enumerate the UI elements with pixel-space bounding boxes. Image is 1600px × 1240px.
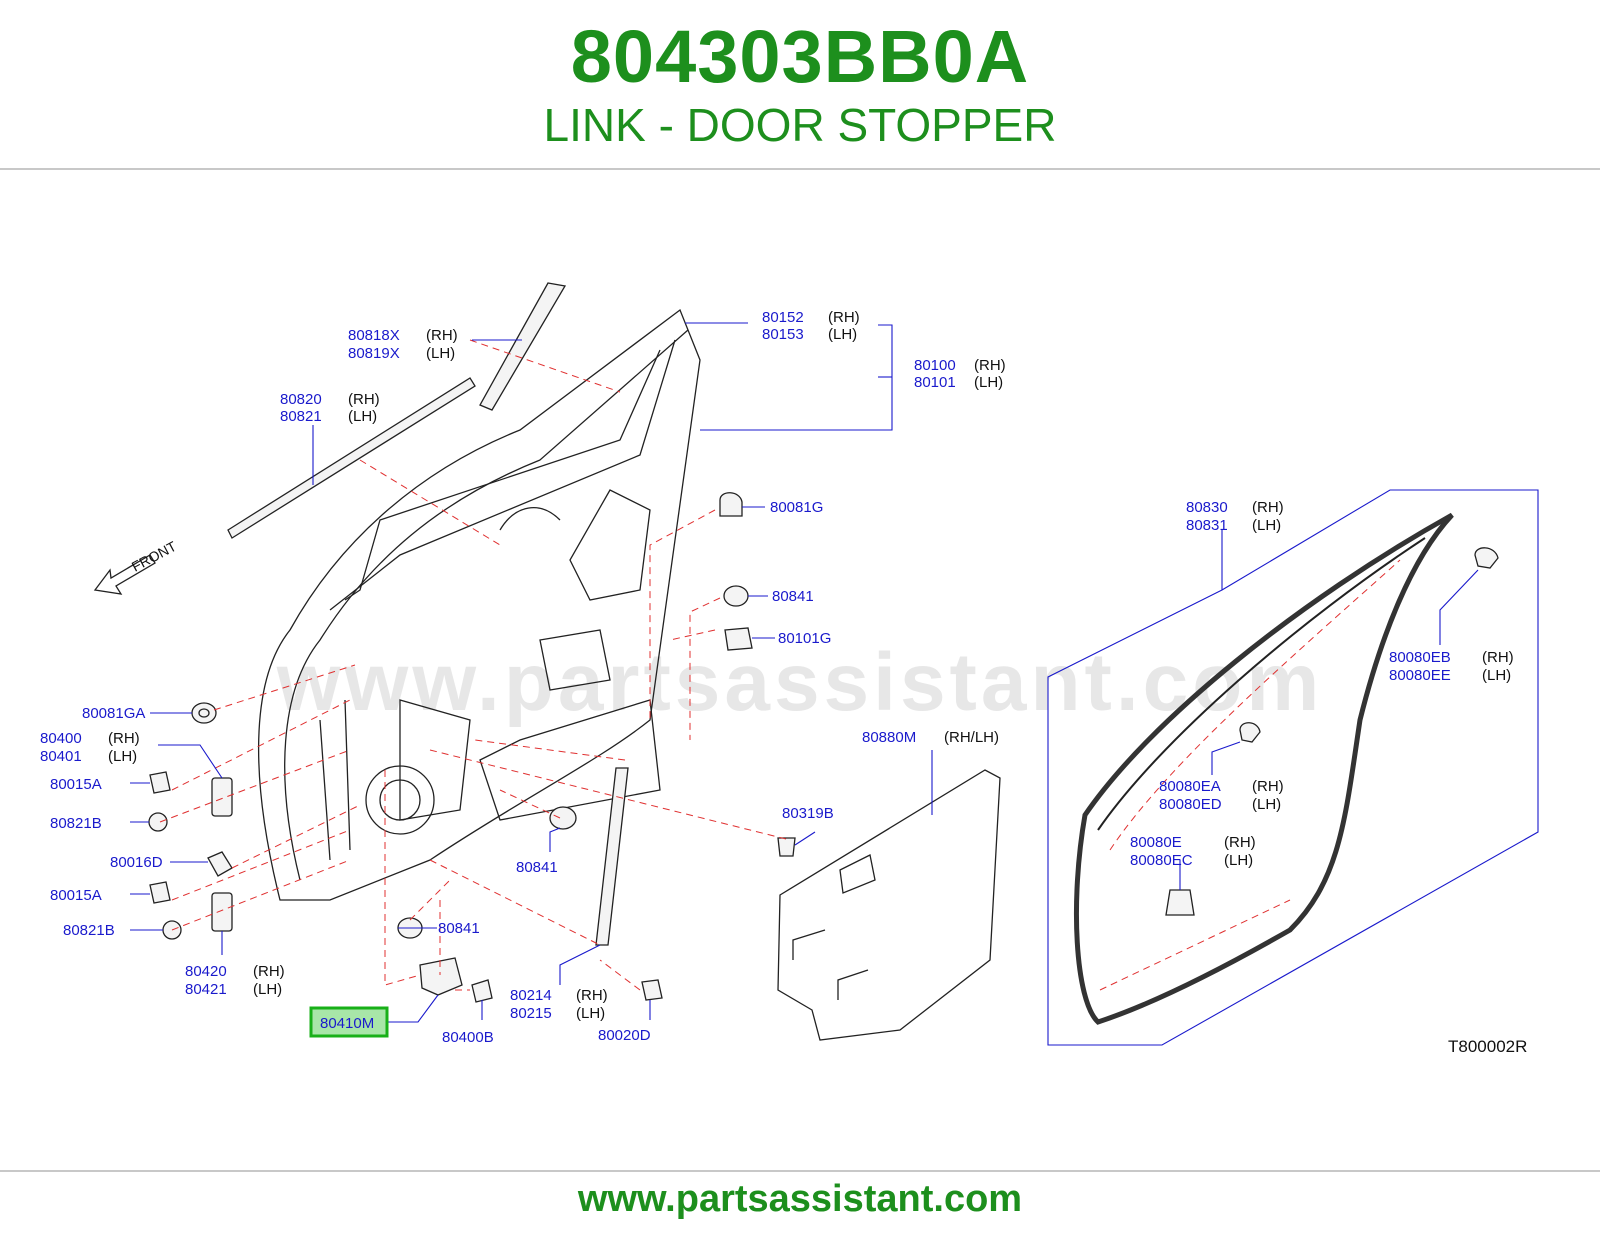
callout-80101: 80101 xyxy=(914,374,956,391)
callout-80830-side: (RH) xyxy=(1252,499,1284,516)
callout-80421: 80421 xyxy=(185,981,227,998)
weatherstrip-drawing xyxy=(1073,512,1499,1025)
window-sash-parts xyxy=(227,282,567,539)
callout-80400B: 80400B xyxy=(442,1029,494,1046)
callout-80400: 80400 xyxy=(40,730,82,747)
callout-80080EA: 80080EA xyxy=(1159,778,1221,795)
callout-80215-side: (LH) xyxy=(576,1005,605,1022)
callout-80831-side: (LH) xyxy=(1252,517,1281,534)
callout-80818X: 80818X xyxy=(348,327,400,344)
callout-80152-side: (RH) xyxy=(828,309,860,326)
callout-80830: 80830 xyxy=(1186,499,1228,516)
callout-80319B: 80319B xyxy=(782,805,834,822)
callout-80401: 80401 xyxy=(40,748,82,765)
callout-80101-side: (LH) xyxy=(974,374,1003,391)
callout-80081GA: 80081GA xyxy=(82,705,145,722)
callout-80841-middle: 80841 xyxy=(516,859,558,876)
watermark: www.partsassistant.com xyxy=(276,637,1324,728)
callout-80214-side: (RH) xyxy=(576,987,608,1004)
callout-80153: 80153 xyxy=(762,326,804,343)
callout-80015A-lower: 80015A xyxy=(50,887,102,904)
callout-80100-side: (RH) xyxy=(974,357,1006,374)
callout-80080E-side: (RH) xyxy=(1224,834,1256,851)
callout-80821: 80821 xyxy=(280,408,322,425)
callout-80820: 80820 xyxy=(280,391,322,408)
callout-80420-side: (RH) xyxy=(253,963,285,980)
callout-80081G: 80081G xyxy=(770,499,823,516)
callout-80152: 80152 xyxy=(762,309,804,326)
callout-80401-side: (LH) xyxy=(108,748,137,765)
callout-80818X-side: (RH) xyxy=(426,327,458,344)
footer-website-link[interactable]: www.partsassistant.com xyxy=(577,1178,1023,1220)
callout-80420: 80420 xyxy=(185,963,227,980)
diagram-reference-code: T800002R xyxy=(1448,1037,1527,1056)
callout-80215: 80215 xyxy=(510,1005,552,1022)
callout-80214: 80214 xyxy=(510,987,552,1004)
callout-80880M: 80880M xyxy=(862,729,916,746)
front-label: FRONT xyxy=(129,538,179,575)
callout-80080ED-side: (LH) xyxy=(1252,796,1281,813)
callout-80400-side: (RH) xyxy=(108,730,140,747)
callout-80080EE: 80080EE xyxy=(1389,667,1451,684)
sealing-screen-drawing xyxy=(777,769,1001,1041)
callout-80080ED: 80080ED xyxy=(1159,796,1222,813)
callout-80821-side: (LH) xyxy=(348,408,377,425)
callout-80410M: 80410M xyxy=(320,1015,374,1032)
hinge-and-fastener-parts xyxy=(148,492,796,1003)
callout-80821B-lower: 80821B xyxy=(63,922,115,939)
callout-80819X-side: (LH) xyxy=(426,345,455,362)
callout-leader-lines xyxy=(130,322,1539,1046)
part-number-title: 804303BB0A xyxy=(570,15,1030,98)
callout-80880M-side: (RH/LH) xyxy=(944,729,999,746)
door-stopper-link-part xyxy=(419,957,463,996)
callout-80080EE-side: (LH) xyxy=(1482,667,1511,684)
exploded-view-dash-lines xyxy=(159,339,791,991)
callout-80080EA-side: (RH) xyxy=(1252,778,1284,795)
callout-80410M-highlight xyxy=(309,1006,389,1038)
callout-80080EC: 80080EC xyxy=(1130,852,1193,869)
callout-80841-lower: 80841 xyxy=(438,920,480,937)
callout-80080E: 80080E xyxy=(1130,834,1182,851)
footer-divider xyxy=(0,1170,1600,1172)
callout-80015A-upper: 80015A xyxy=(50,776,102,793)
callout-80080EB-side: (RH) xyxy=(1482,649,1514,666)
callout-80821B-upper: 80821B xyxy=(50,815,102,832)
callout-80421-side: (LH) xyxy=(253,981,282,998)
callout-labels: 80818X (RH) 80819X (LH) 80152 (RH) 80153… xyxy=(40,309,1527,1056)
callout-80020D: 80020D xyxy=(598,1027,651,1044)
callout-80016D: 80016D xyxy=(110,854,163,871)
part-name-subtitle: LINK - DOOR STOPPER xyxy=(543,99,1057,151)
callout-80820-side: (RH) xyxy=(348,391,380,408)
callout-80831: 80831 xyxy=(1186,517,1228,534)
callout-80819X: 80819X xyxy=(348,345,400,362)
callout-80080EB: 80080EB xyxy=(1389,649,1451,666)
callout-80080EC-side: (LH) xyxy=(1224,852,1253,869)
front-direction-arrow-icon xyxy=(93,554,156,595)
callout-80841-upper: 80841 xyxy=(772,588,814,605)
header-divider xyxy=(0,168,1600,170)
callout-80101G: 80101G xyxy=(778,630,831,647)
door-shell-drawing xyxy=(257,308,701,901)
callout-80100: 80100 xyxy=(914,357,956,374)
callout-80153-side: (LH) xyxy=(828,326,857,343)
